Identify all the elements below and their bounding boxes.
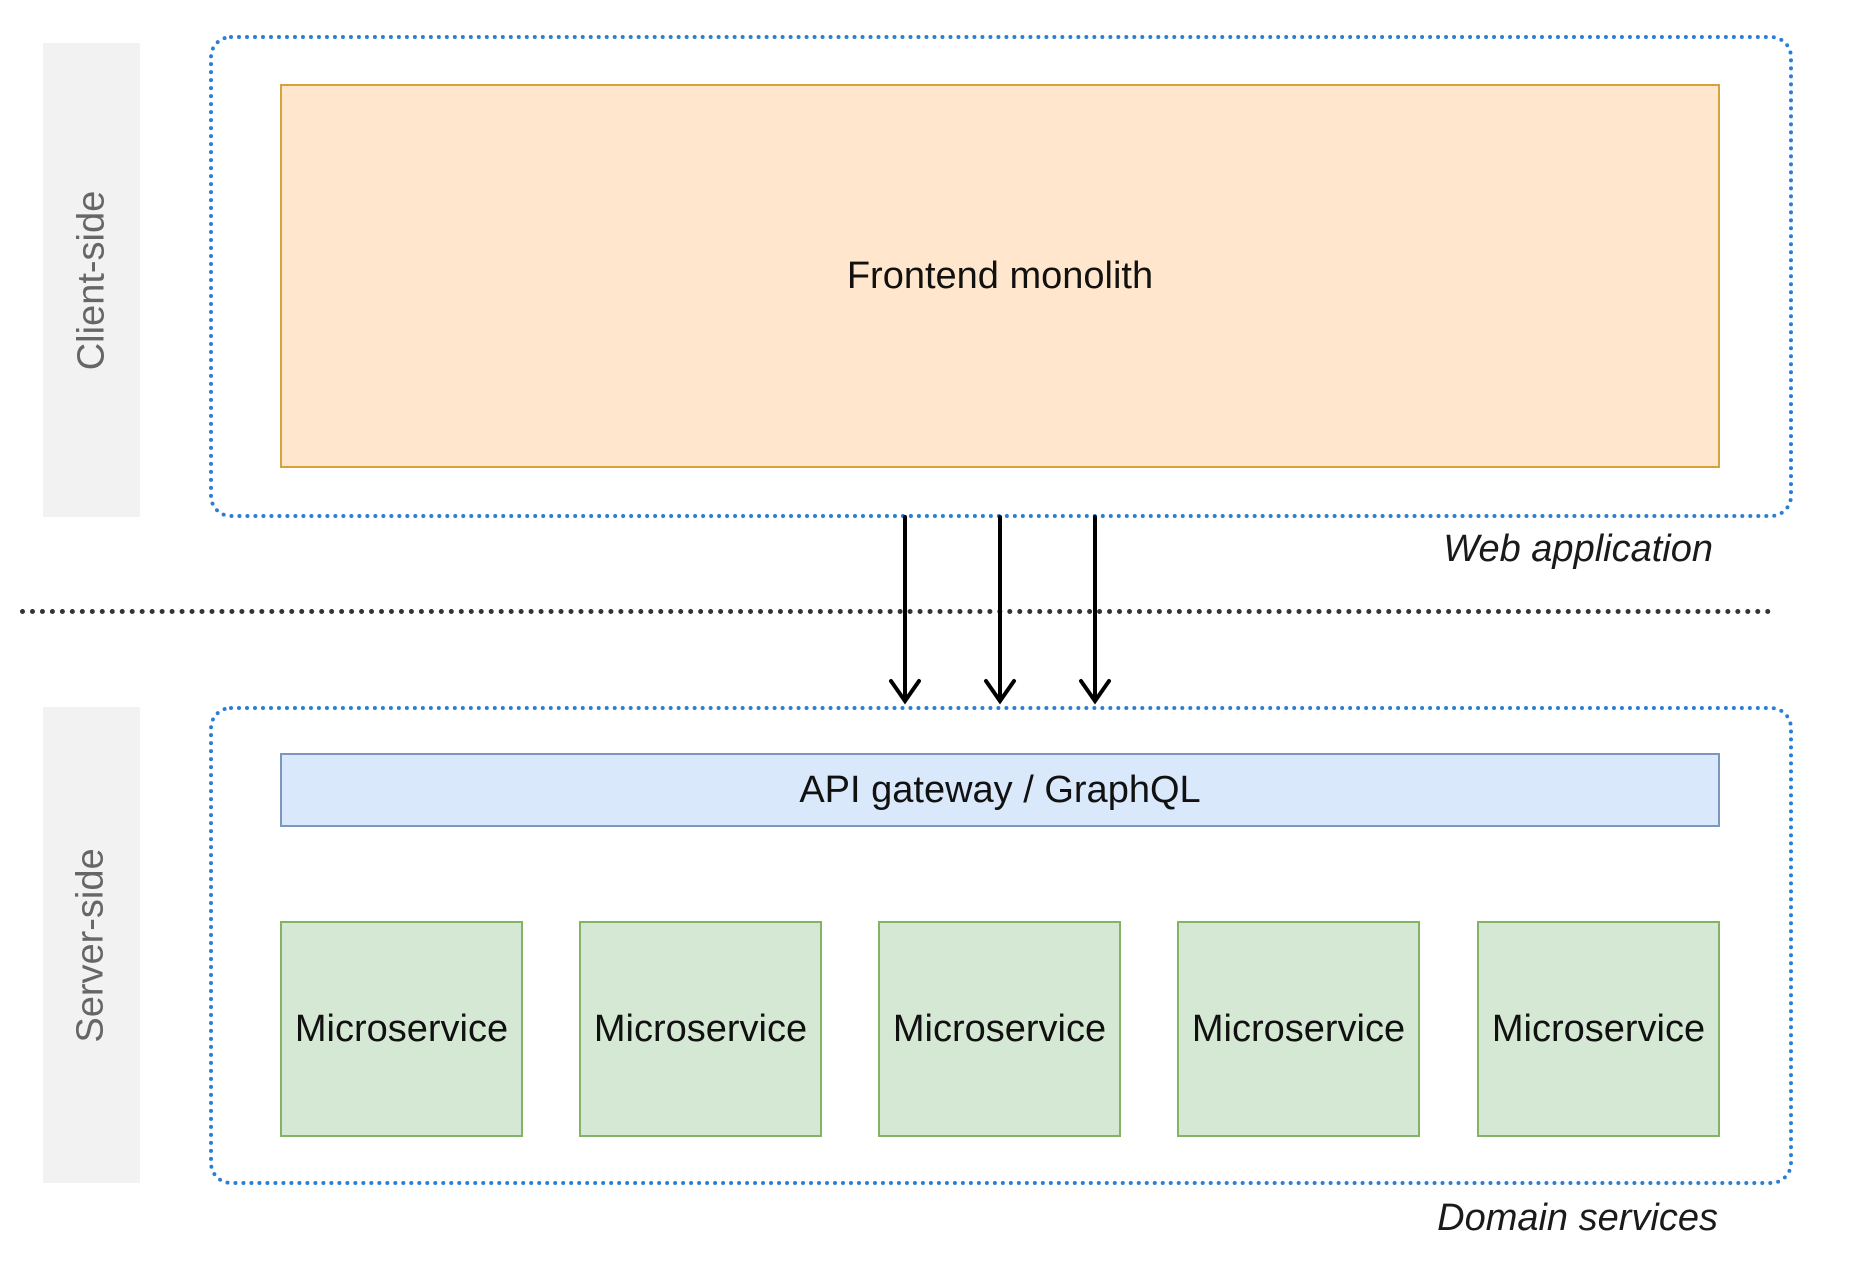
client-side-label: Client-side <box>70 190 112 370</box>
api-gateway-box[interactable]: API gateway / GraphQL <box>280 753 1720 827</box>
microservice-box[interactable]: Microservice <box>579 921 822 1137</box>
microservice-label: Microservice <box>1191 1007 1406 1050</box>
microservice-box[interactable]: Microservice <box>878 921 1121 1137</box>
domain-services-caption: Domain services <box>1437 1197 1718 1239</box>
server-side-label: Server-side <box>70 847 113 1043</box>
frontend-monolith-box[interactable]: Frontend monolith <box>280 84 1720 468</box>
microservice-box[interactable]: Microservice <box>1177 921 1420 1137</box>
web-application-caption: Web application <box>1443 528 1713 570</box>
microservice-box[interactable]: Microservice <box>280 921 523 1137</box>
api-gateway-label: API gateway / GraphQL <box>799 768 1201 811</box>
microservice-label: Microservice <box>892 1007 1107 1050</box>
microservice-label: Microservice <box>294 1007 509 1050</box>
microservice-box[interactable]: Microservice <box>1477 921 1720 1137</box>
microservice-label: Microservice <box>593 1007 808 1050</box>
frontend-monolith-label: Frontend monolith <box>846 254 1154 297</box>
domain-services-group <box>209 706 1793 1185</box>
client-side-lane: Client-side <box>43 43 140 517</box>
microservice-label: Microservice <box>1491 1007 1706 1050</box>
client-server-separator <box>20 609 1772 614</box>
server-side-lane: Server-side <box>43 707 140 1183</box>
microservices-row: Microservice Microservice Microservice M… <box>280 921 1720 1137</box>
